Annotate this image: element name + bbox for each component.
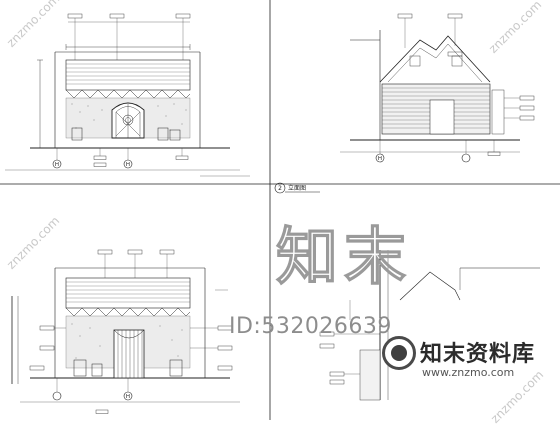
elevation-bottom-left (11, 249, 240, 414)
watermark-brand-chars: 知末 (275, 220, 413, 293)
watermark-id: ID:532026639 (229, 314, 392, 339)
grid-label-tr1: H (378, 156, 382, 162)
section-title (274, 182, 320, 194)
grid-label-bl1: H (126, 394, 130, 400)
brand-name: 知末资料库 (420, 342, 536, 367)
elevation-bottom-right (319, 250, 540, 401)
brand-logo-icon (382, 336, 416, 370)
brand-url: www.znzmo.com (422, 366, 515, 379)
elevation-top-right (340, 13, 535, 163)
elevation-top-left (5, 13, 250, 177)
grid-label-tl1: H (55, 162, 59, 168)
section-mark: 2 (278, 185, 282, 192)
section-name: 立面图 (288, 184, 306, 192)
brand-badge: 知末资料库 www.znzmo.com (382, 330, 560, 420)
grid-label-tl2: H (126, 162, 130, 168)
